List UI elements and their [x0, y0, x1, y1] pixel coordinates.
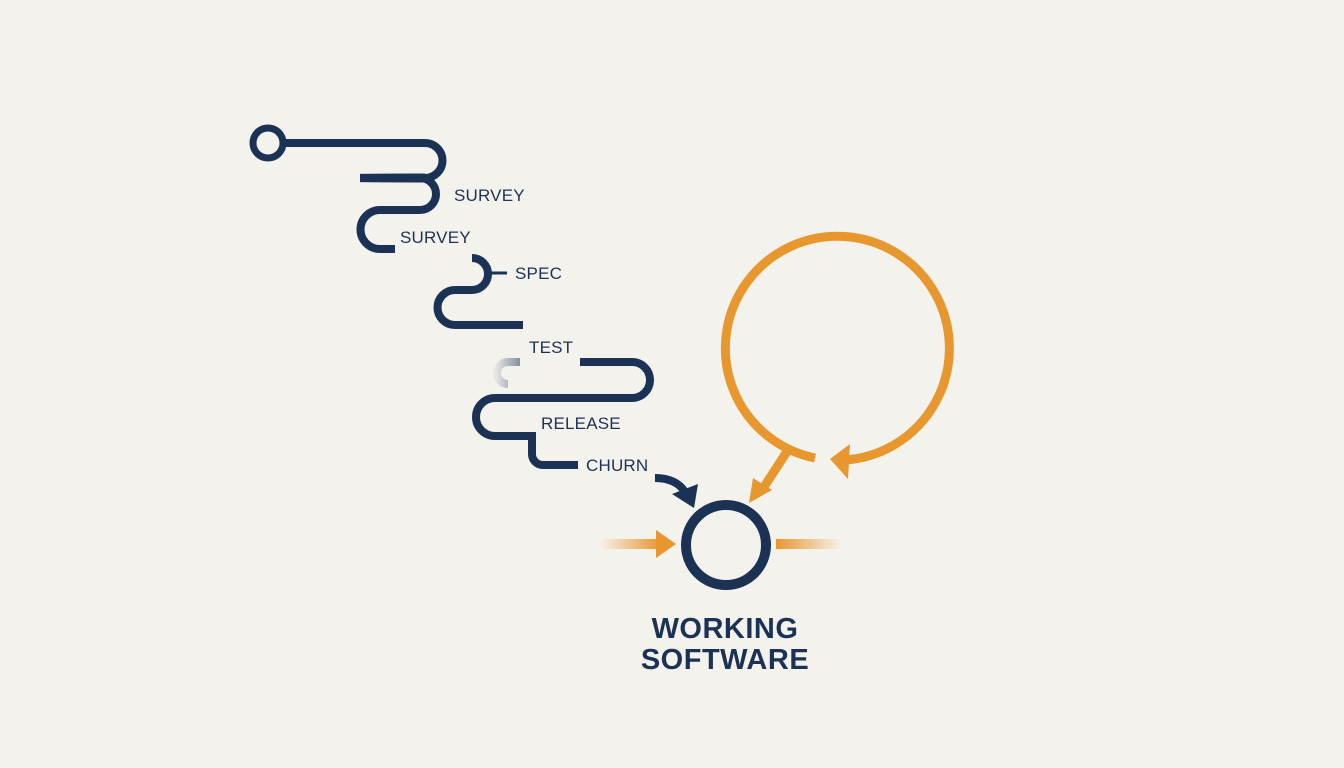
- outcome-title-line1: WORKING: [651, 613, 799, 645]
- label-churn: CHURN: [586, 456, 649, 475]
- output-arrow-icon: [776, 539, 842, 549]
- arrow-icon: [654, 474, 698, 508]
- feedback-loop-icon: [720, 231, 954, 503]
- label-survey-2: SURVEY: [400, 228, 471, 247]
- outcome-title-line2: SOFTWARE: [640, 644, 810, 676]
- waterfall-path-segment-2: [433, 254, 523, 329]
- label-test: TEST: [529, 338, 574, 357]
- start-circle-icon: [249, 124, 287, 162]
- waterfall-path-segment-1: [284, 139, 447, 253]
- input-arrow-icon: [600, 530, 676, 558]
- label-release: RELEASE: [541, 414, 621, 433]
- outcome-title: WORKING SOFTWARE: [600, 614, 850, 676]
- label-spec: SPEC: [515, 264, 563, 283]
- label-survey-1: SURVEY: [454, 186, 525, 205]
- waterfall-path-segment-3: [472, 358, 654, 469]
- outcome-circle-icon: [681, 500, 771, 590]
